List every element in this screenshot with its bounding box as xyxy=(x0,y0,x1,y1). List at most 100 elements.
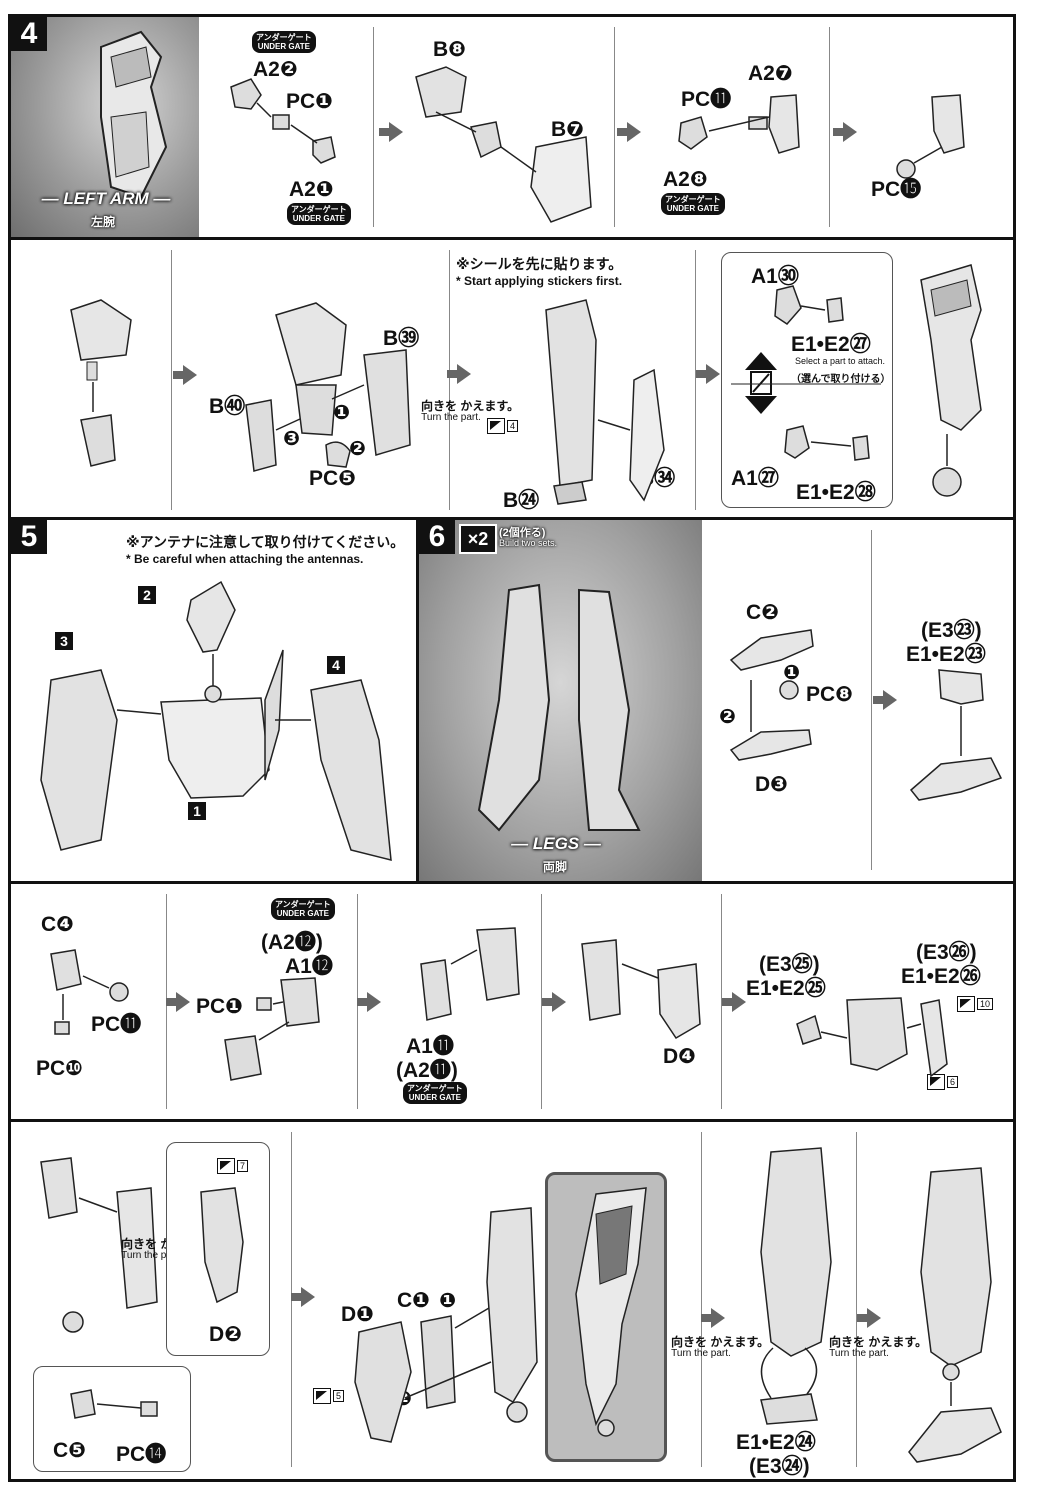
foot-assembly xyxy=(729,629,814,761)
part-label-c-5: C❺ xyxy=(53,1439,86,1462)
part-label-e3-24: (E3㉔) xyxy=(749,1455,810,1478)
sticker-ref-4: 4 xyxy=(487,418,519,434)
part-label-e1e2-27: E1•E2㉗ xyxy=(791,333,871,356)
part-label-e3-23: (E3㉓) xyxy=(921,619,982,642)
hand-options xyxy=(731,285,881,461)
shoulder-armor-assembly xyxy=(415,66,592,223)
callout-1: ❶ xyxy=(783,662,800,684)
part-label-a2-8: A2❽ xyxy=(663,168,708,191)
step-arrow xyxy=(701,1308,725,1328)
arm-frame-assembly xyxy=(245,302,411,472)
part-label-pc-1: PC❶ xyxy=(196,995,243,1018)
turn-note: 向きを かえます。Turn the part. xyxy=(421,399,520,423)
select-note-en: Select a part to attach. xyxy=(795,356,886,366)
part-label-e1e2-26: E1•E2㉖ xyxy=(901,965,981,988)
sticker-icon xyxy=(217,1158,235,1174)
step-number-4: 4 xyxy=(11,17,47,51)
part-label-c-2: C❷ xyxy=(746,601,779,624)
part-label-c-1: C❶ xyxy=(397,1289,430,1312)
assembly-tag-1: 1 xyxy=(188,802,206,820)
step-arrow xyxy=(542,992,566,1012)
select-note-jp: （選んで取り付ける） xyxy=(791,374,891,385)
part-label-d-2: D❷ xyxy=(209,1323,242,1346)
part-label-pc-15: PC⓯ xyxy=(871,178,922,201)
build-count-badge: ×2 xyxy=(459,524,497,554)
part-label-e1e2-25: E1•E2㉕ xyxy=(746,977,826,1000)
part-label-d-3: D❸ xyxy=(755,773,788,796)
part-label-pc-5: PC❺ xyxy=(309,467,356,490)
callout-2: ❷ xyxy=(349,438,366,460)
sticker-icon xyxy=(487,418,505,434)
knee-armor-d2 xyxy=(200,1187,244,1304)
legs-photo xyxy=(416,520,702,881)
forearm-assembly xyxy=(545,299,665,505)
assembly-tag-4: 4 xyxy=(327,656,345,674)
legs-illustration xyxy=(477,583,641,832)
part-label-pc-8: PC❽ xyxy=(806,683,853,706)
step-number-6: 6 xyxy=(419,520,455,554)
part-label-a2-12: (A2⓬) xyxy=(261,931,323,954)
sticker-ref-10: 10 xyxy=(957,996,994,1012)
turn-note: 向きを かえます。Turn the part. xyxy=(829,1335,928,1359)
callout-1: ❶ xyxy=(333,402,350,424)
part-label-c-4: C❹ xyxy=(41,913,74,936)
lower-leg-assembly xyxy=(581,939,701,1040)
step-number-5: 5 xyxy=(11,520,47,554)
sticker-ref-6: 6 xyxy=(927,1074,959,1090)
callout-3: ❸ xyxy=(283,428,300,450)
section-label-left-arm: — LEFT ARM — xyxy=(41,189,171,208)
completed-left-arm xyxy=(920,264,982,497)
part-label-pc-11: PC⓫ xyxy=(91,1013,142,1036)
build-count-jp: (2個作る) xyxy=(499,527,546,539)
step-arrow xyxy=(166,992,190,1012)
part-label-a1-30: A1㉚ xyxy=(751,265,799,288)
part-label-e3-26: (E3㉖) xyxy=(916,941,977,964)
foot-with-ankle-guard xyxy=(909,669,1003,801)
sticker-note-en: * Start applying stickers first. xyxy=(456,274,623,288)
elbow-with-cap xyxy=(896,94,965,179)
section-sub-legs: 両脚 xyxy=(543,860,568,874)
part-label-b-40: B㊵ xyxy=(209,395,246,418)
detail-box-c5 xyxy=(33,1366,191,1472)
part-label-a2-2: A2❷ xyxy=(253,58,298,81)
antenna-note-en: * Be careful when attaching the antennas… xyxy=(126,552,364,566)
part-label-a2-7: A2❼ xyxy=(748,62,793,85)
option-select-box xyxy=(721,252,893,508)
step-arrow xyxy=(857,1308,881,1328)
part-label-a1-27: A1㉗ xyxy=(731,467,779,490)
part-label-pc-10: PC❿ xyxy=(36,1057,83,1080)
part-label-a2-1: A2❶ xyxy=(289,178,334,201)
shin-armor-assembly xyxy=(796,997,948,1078)
knee-frame-assembly xyxy=(420,927,520,1021)
sticker-icon xyxy=(957,996,975,1012)
left-arm-illustration xyxy=(100,30,168,199)
step5-step6-row: 5 ※アンテナに注意して取り付けてください。 * Be careful when… xyxy=(11,520,1013,884)
part-label-a2-11: (A2⓫) xyxy=(396,1059,458,1082)
step-arrow xyxy=(873,690,897,710)
part-label-e3-25: (E3㉕) xyxy=(759,953,820,976)
assembly-tag-3: 3 xyxy=(55,632,73,650)
antenna-note-jp: ※アンテナに注意して取り付けてください。 xyxy=(126,534,405,550)
part-label-d-4: D❹ xyxy=(663,1045,696,1068)
thigh-and-lower-leg xyxy=(40,1157,158,1333)
step6-row-3: 向きを かえます。Turn the part. 7 D❷ C❺ PC⓮ D❶ C… xyxy=(11,1122,1013,1479)
sticker-icon xyxy=(927,1074,945,1090)
step-arrow xyxy=(447,364,471,384)
section-sub-left-arm: 左腕 xyxy=(91,215,116,229)
part-label-b-24: B㉔ xyxy=(503,489,540,512)
assembly-tag-2: 2 xyxy=(138,586,156,604)
completed-leg xyxy=(908,1167,1002,1463)
section-label-legs: — LEGS — xyxy=(511,834,601,853)
part-label-e1e2-28: E1•E2㉘ xyxy=(796,481,876,504)
part-label-e1e2-24: E1•E2㉔ xyxy=(736,1431,816,1454)
part-label-b-8: B❽ xyxy=(433,38,466,61)
ankle-joint-parts xyxy=(70,1389,158,1419)
part-label-e1e2-23: E1•E2㉓ xyxy=(906,643,986,666)
